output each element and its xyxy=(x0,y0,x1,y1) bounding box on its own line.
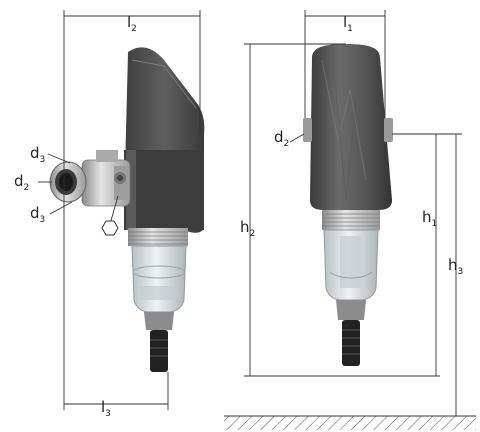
front-side-knob-left xyxy=(303,118,312,142)
side-view-filter xyxy=(49,47,205,372)
label-h3: h3 xyxy=(448,256,463,277)
front-thread-band xyxy=(322,210,380,230)
label-d3-top: d3 xyxy=(30,144,45,165)
front-drain-valve xyxy=(342,320,360,366)
front-side-knob-right xyxy=(384,118,393,142)
side-clear-bowl xyxy=(131,245,187,313)
label-d3-bottom: d3 xyxy=(30,204,45,225)
hexagon-icon xyxy=(101,220,119,236)
label-h2: h2 xyxy=(240,218,255,239)
front-view-filter xyxy=(303,44,393,366)
dimension-lines xyxy=(38,10,462,416)
side-drain-valve xyxy=(150,330,168,372)
label-l1: l1 xyxy=(343,13,353,34)
label-h1: h1 xyxy=(422,208,437,229)
label-l3: l3 xyxy=(101,398,111,419)
side-thread-band xyxy=(128,228,188,246)
label-l2: l2 xyxy=(127,13,137,34)
front-housing xyxy=(310,44,392,210)
label-d2-right: d2 xyxy=(274,128,289,149)
side-housing-lower xyxy=(124,150,204,230)
floor-hatch xyxy=(224,415,476,430)
label-d2-left: d2 xyxy=(14,172,29,193)
